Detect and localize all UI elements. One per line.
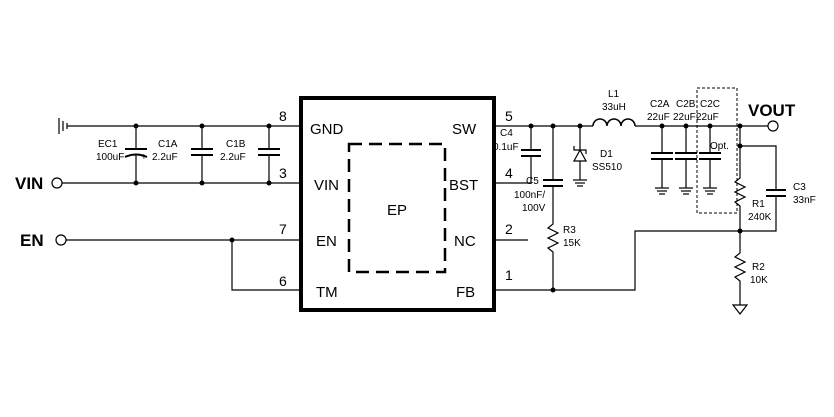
l1-ref: L1 (608, 89, 620, 100)
pin-number-sw: 5 (505, 108, 513, 124)
c2a-ref: C2A (650, 99, 670, 110)
resistor-r3 (546, 220, 560, 290)
ec1-value: 100uF (96, 152, 124, 163)
c2b-ref: C2B (676, 99, 696, 110)
pin-number-vin: 3 (279, 165, 287, 181)
c1b-value: 2.2uF (220, 152, 246, 163)
c5-value-rating: 100V (522, 203, 546, 214)
capacitor-c3 (766, 189, 786, 197)
pin-number-tm: 6 (279, 273, 287, 289)
ic-body (299, 96, 496, 312)
ec1-ref: EC1 (98, 139, 118, 150)
pin-number-nc: 2 (505, 221, 513, 237)
c3-top-wire (740, 145, 777, 190)
c3-bottom-wire (740, 196, 777, 232)
ground-symbol-r2 (731, 304, 749, 315)
r3-ref: R3 (563, 225, 576, 236)
r2-ref: R2 (752, 262, 765, 273)
pin-number-gnd: 8 (279, 108, 287, 124)
resistor-r2 (733, 231, 747, 305)
resistor-r1 (733, 126, 747, 231)
pin-vin-label: VIN (314, 177, 339, 194)
ground-symbol-d1 (573, 179, 587, 187)
c2c-value: 22uF (696, 112, 719, 123)
fb-wire (494, 230, 740, 291)
ec1-polarity: + (141, 152, 147, 163)
c2c-ref: C2C (700, 99, 720, 110)
exposed-pad-label: EP (387, 202, 407, 219)
vin-terminal (51, 177, 63, 189)
pin-sw-label: SW (452, 121, 477, 138)
en-terminal (55, 234, 67, 246)
c3-value: 33nF (793, 195, 816, 206)
optional-c2c-box (696, 87, 738, 214)
pin-gnd-label: GND (310, 121, 344, 138)
r2-value: 10K (750, 275, 768, 286)
c2a-value: 22uF (647, 112, 670, 123)
ground-symbol-input (58, 118, 68, 134)
d1-value: SS510 (592, 162, 622, 173)
pin-bst-label: BST (449, 177, 478, 194)
capacitor-c1a (191, 123, 213, 186)
l1-value: 33uH (602, 102, 626, 113)
capacitor-ec1 (124, 123, 148, 186)
c1a-ref: C1A (158, 139, 178, 150)
pin-number-fb: 1 (505, 267, 513, 283)
c1a-value: 2.2uF (152, 152, 178, 163)
capacitor-c4 (521, 123, 541, 183)
pin-number-bst: 4 (505, 165, 513, 181)
tm-wire (231, 240, 301, 291)
c3-ref: C3 (793, 182, 806, 193)
capacitor-c2c (699, 123, 721, 195)
vout-terminal (767, 120, 779, 132)
pin-fb-label: FB (456, 284, 475, 301)
r1-value: 240K (748, 212, 772, 223)
pin-en-label: EN (316, 233, 337, 250)
capacitor-c5 (543, 126, 563, 220)
capacitor-c1b (258, 123, 280, 186)
en-net-label: EN (20, 231, 44, 250)
vout-net-label: VOUT (748, 101, 796, 120)
inductor-l1 (592, 118, 636, 127)
capacitor-c2a (651, 123, 673, 195)
c4-ref: C4 (500, 128, 513, 139)
pin-nc-label: NC (454, 233, 476, 250)
d1-ref: D1 (600, 149, 613, 160)
diode-d1 (572, 126, 588, 180)
vin-net-label: VIN (15, 174, 43, 193)
c5-value: 100nF/ (514, 190, 545, 201)
r1-ref: R1 (752, 199, 765, 210)
optional-label: Opt. (710, 141, 729, 152)
pin-tm-label: TM (316, 284, 338, 301)
c1b-ref: C1B (226, 139, 246, 150)
c4-value: 0.1uF (493, 142, 519, 153)
c5-ref: C5 (526, 176, 539, 187)
c2b-value: 22uF (673, 112, 696, 123)
capacitor-c2b (675, 123, 697, 195)
pin-number-en: 7 (279, 221, 287, 237)
exposed-pad (347, 142, 447, 274)
r3-value: 15K (563, 238, 581, 249)
